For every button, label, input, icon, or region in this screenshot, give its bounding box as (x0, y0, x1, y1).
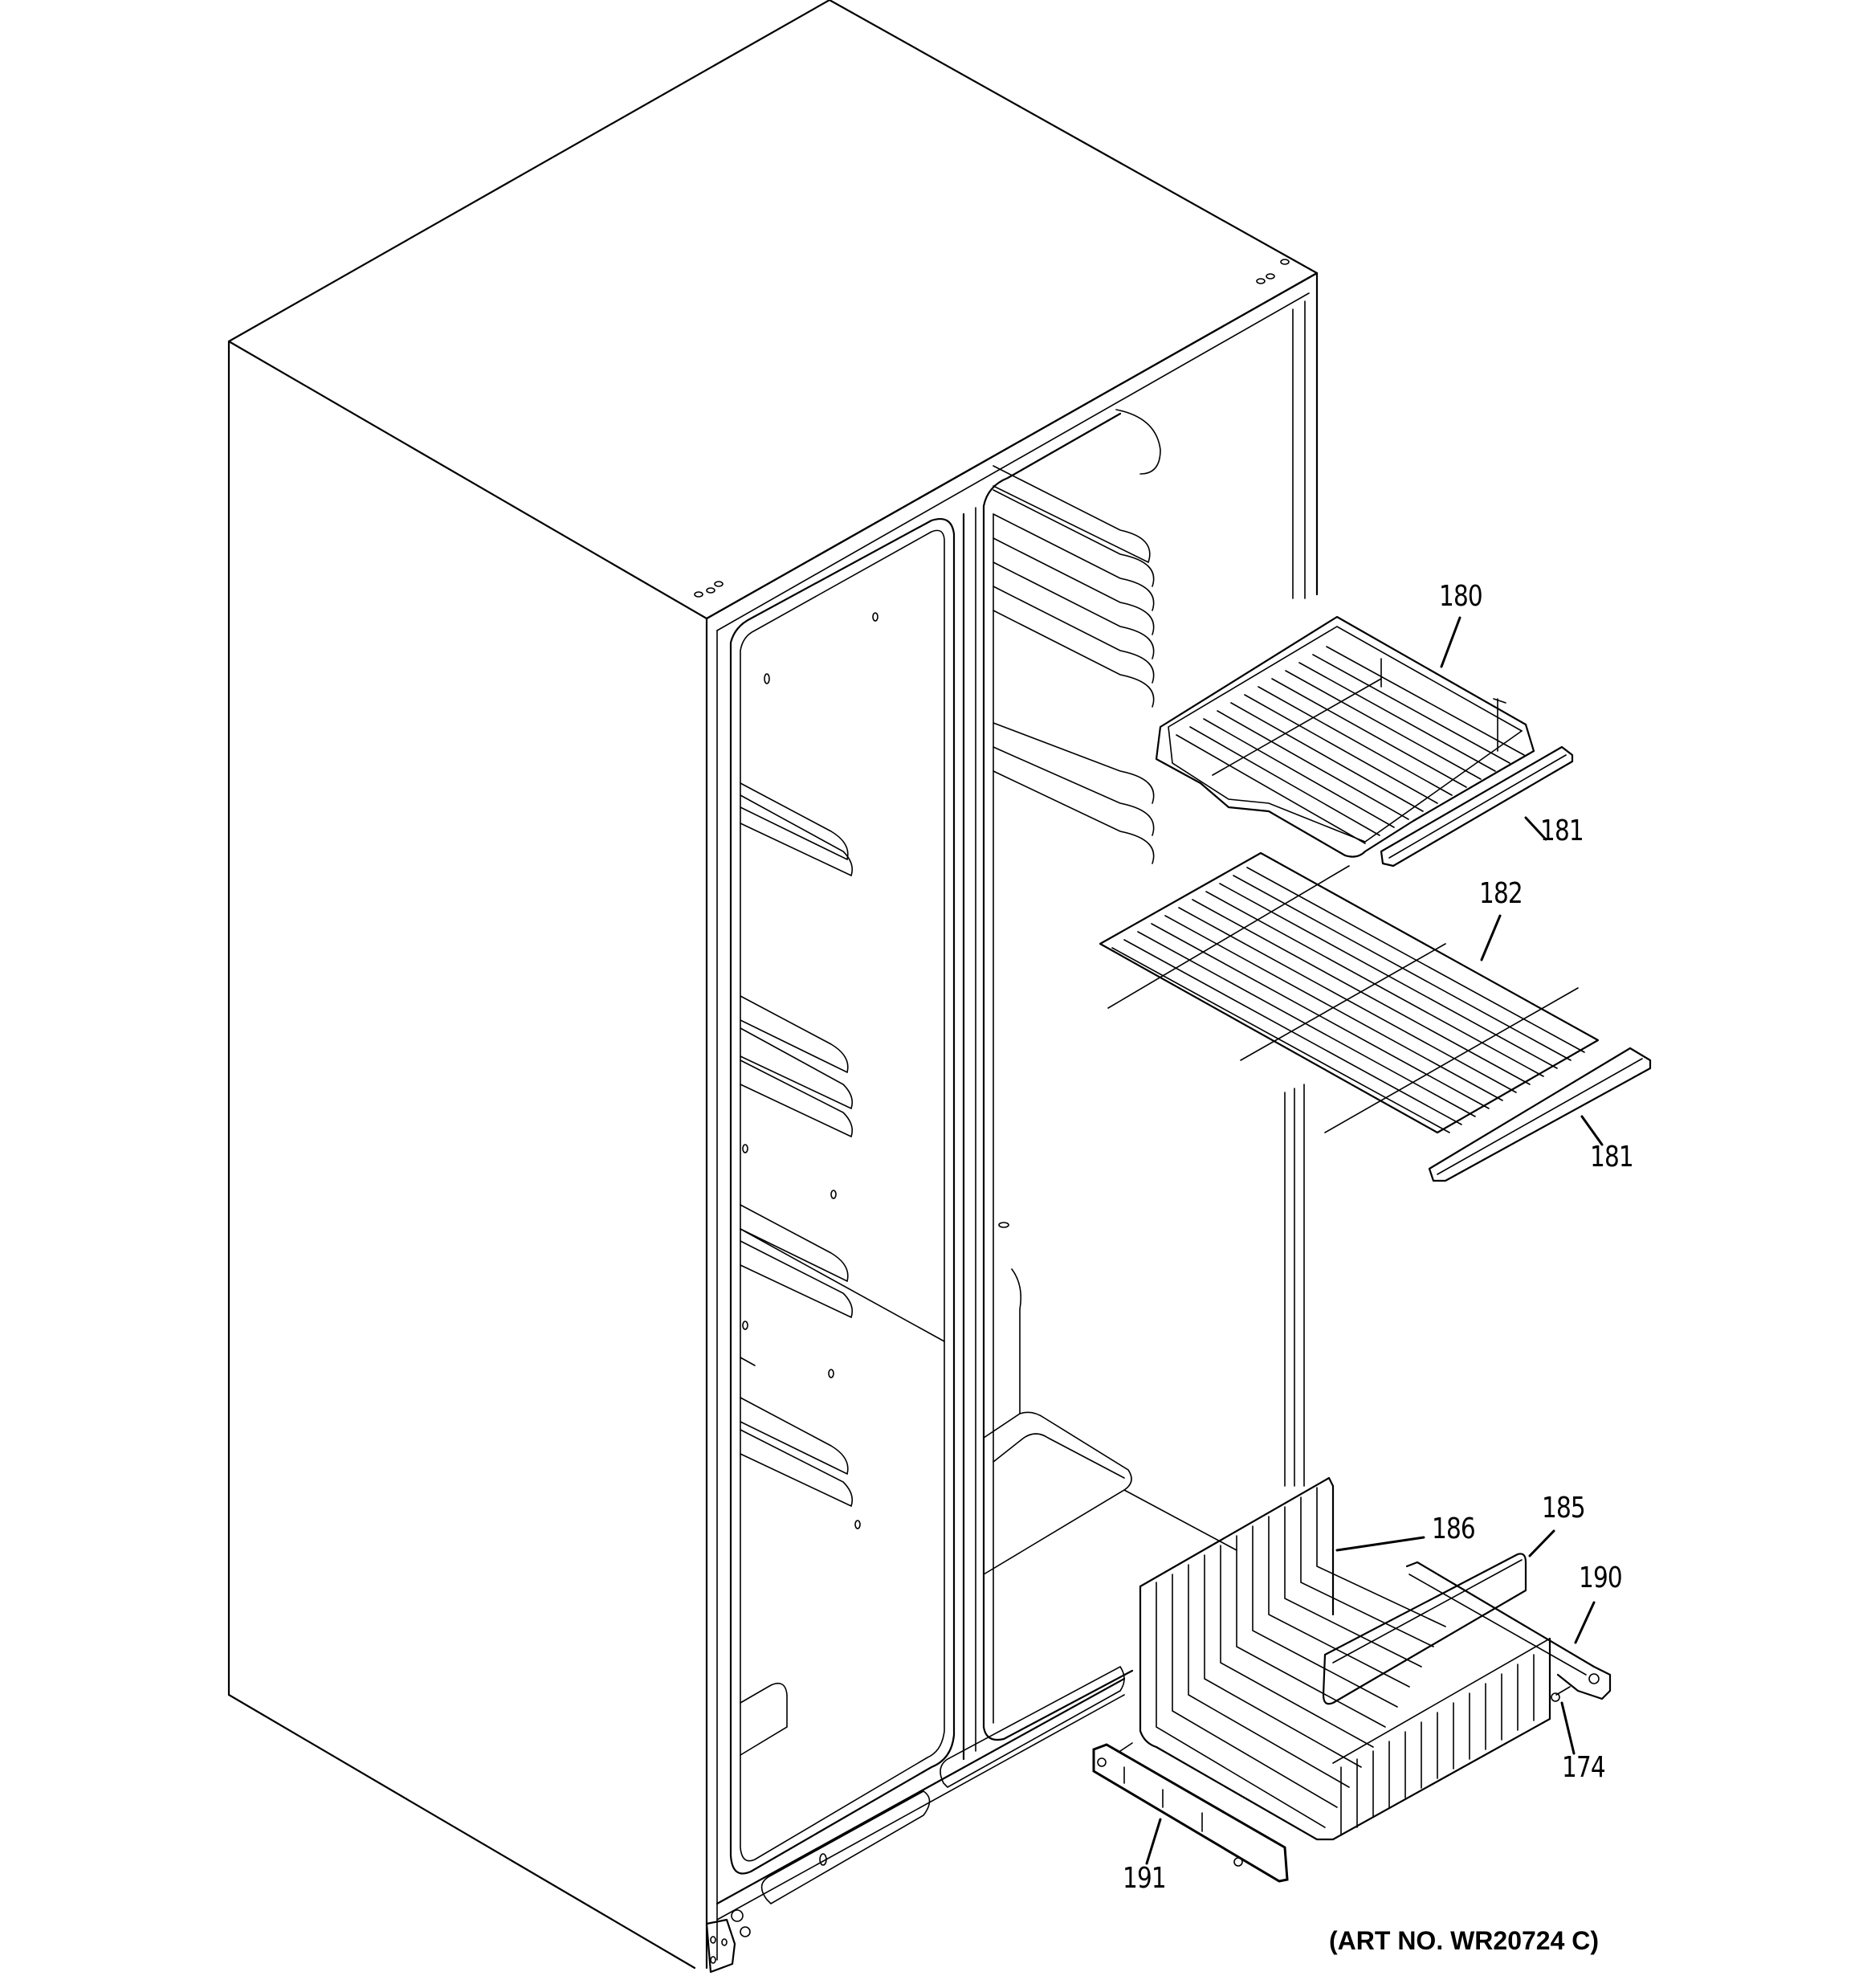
cabinet-body (227, 0, 1319, 1970)
callout-181-lower[interactable]: 181 (1590, 1141, 1634, 1174)
freezer-shelf-supports (993, 409, 1161, 864)
fresh-food-compartment (729, 517, 956, 1875)
callout-174[interactable]: 174 (1562, 1751, 1606, 1784)
basket-186-art (1139, 1476, 1551, 1841)
art-number-caption: (ART NO. WR20724 C) (1329, 1926, 1600, 1955)
callout-181-upper[interactable]: 181 (1540, 814, 1584, 847)
callout-185[interactable]: 185 (1542, 1492, 1586, 1525)
callout-180[interactable]: 180 (1439, 580, 1483, 613)
trim-181-lower-art (1428, 1047, 1652, 1182)
basket-186-wires (1156, 1487, 1446, 1828)
callout-182[interactable]: 182 (1479, 877, 1523, 910)
callout-186[interactable]: 186 (1432, 1512, 1476, 1545)
basket-186-front-wires (1332, 1638, 1551, 1836)
shelf-180-wires (1176, 646, 1525, 844)
callout-190[interactable]: 190 (1579, 1561, 1623, 1594)
shelf-182-art (1099, 851, 1600, 1134)
trim-181-upper-art (1380, 745, 1574, 867)
shelf-182-wires (1107, 865, 1585, 1133)
freezer-compartment (982, 409, 1305, 1741)
bottom-toe-grille (715, 1665, 1126, 1921)
shelf-180-art (1155, 615, 1535, 858)
trim-185-art (1322, 1553, 1527, 1705)
hinge-bracket (705, 1909, 751, 1974)
bracket-191-art (1092, 1743, 1289, 1883)
screw-174-art (1551, 1686, 1571, 1702)
leader-lines (1145, 616, 1604, 1865)
callout-191[interactable]: 191 (1123, 1862, 1167, 1895)
screw-left-art (1119, 1742, 1133, 1752)
rail-190-art (1405, 1561, 1612, 1700)
shelf-support-ribs (740, 782, 854, 1508)
